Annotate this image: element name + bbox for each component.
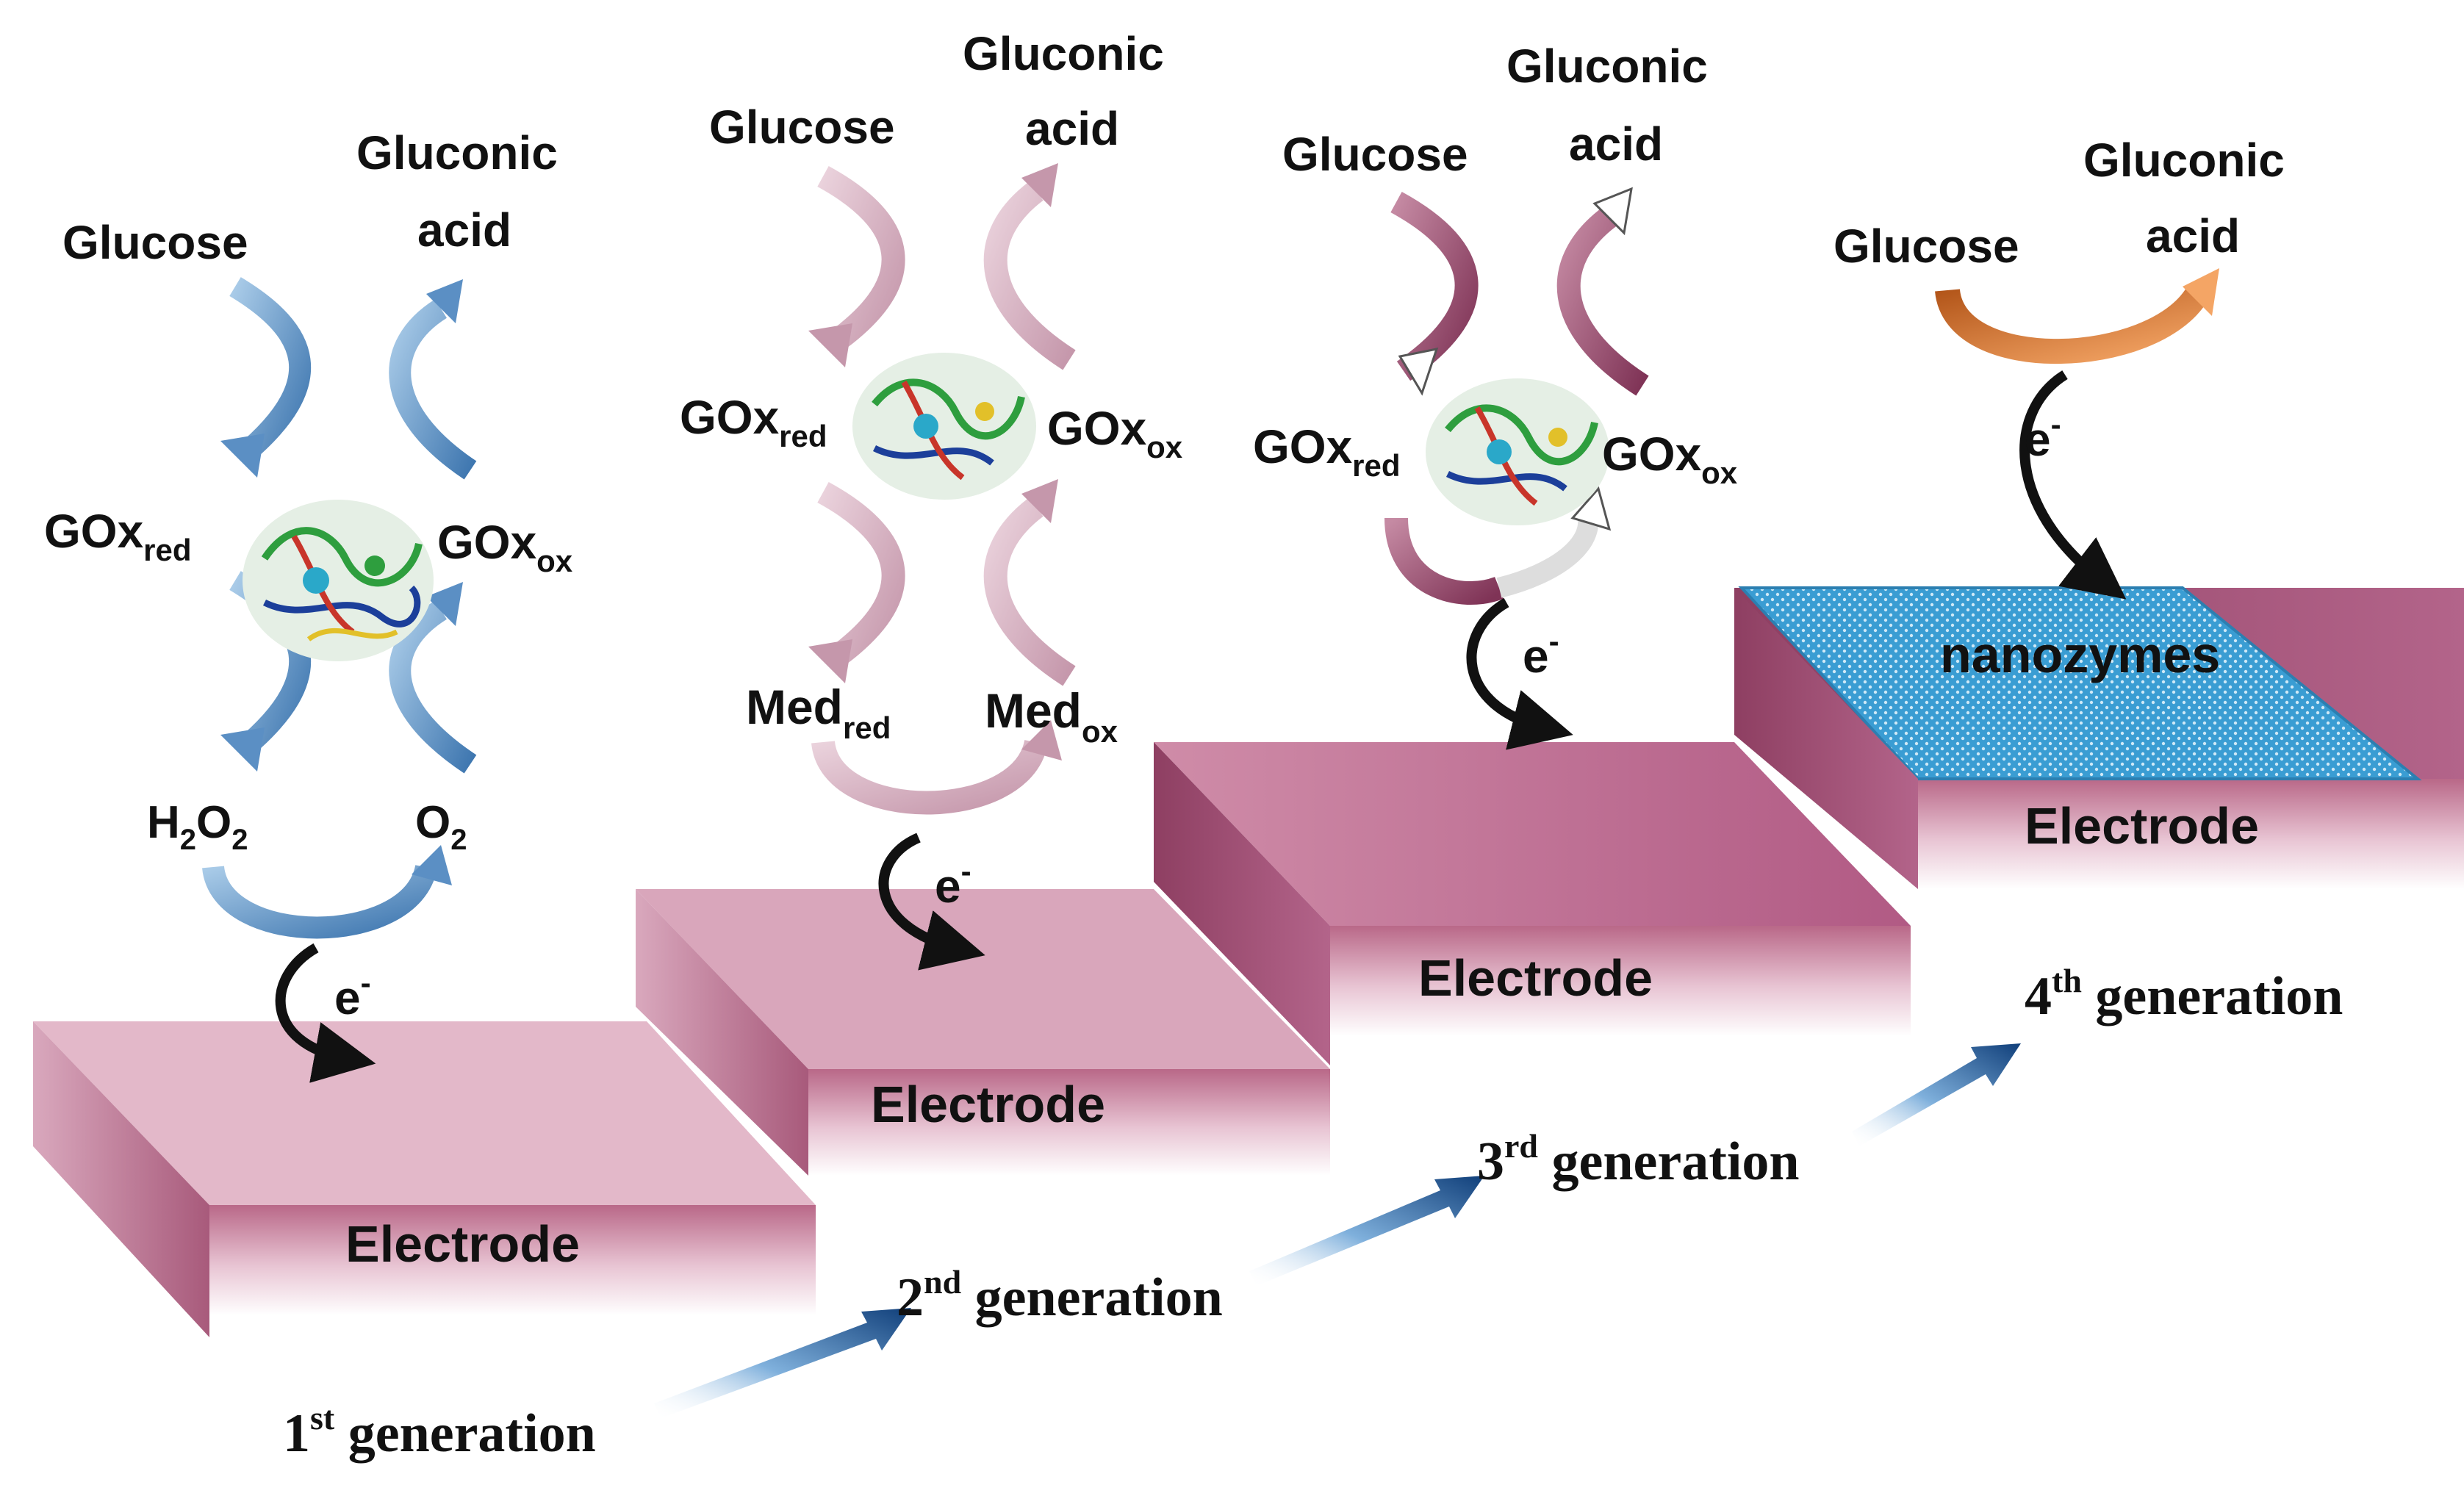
- gen2-reaction-cycles: [808, 163, 1076, 971]
- gen1-h2o2-label: H2O2: [147, 797, 248, 856]
- gen3-acid-label: acid: [1569, 118, 1663, 170]
- gen4-generation-label: 4th generation: [2025, 962, 2343, 1026]
- gen4-gluconic-label: Gluconic: [2083, 134, 2285, 187]
- gen1-glucose-label: Glucose: [62, 216, 248, 269]
- gen3-gox-red-label: GOxred: [1253, 420, 1401, 483]
- gen4-electron-label: e-: [2025, 407, 2061, 466]
- gen4-labels: Glucose Gluconic acid e- nanozymes Elect…: [1833, 134, 2343, 1026]
- gen1-electron-arrow: [275, 943, 376, 1083]
- gen1-gluconic-label: Gluconic: [356, 126, 558, 179]
- gen1-electrode-label: Electrode: [345, 1215, 580, 1273]
- gen2-labels: Glucose Gluconic acid GOxred GOxox Medre…: [680, 27, 1223, 1328]
- nanozymes-layer: [1738, 586, 2422, 780]
- gen3-electrode-label: Electrode: [1418, 949, 1653, 1007]
- gen2-gluconic-label: Gluconic: [963, 27, 1164, 80]
- gen3-electron-label: e-: [1523, 624, 1559, 683]
- electrode-step-3: [1154, 742, 1911, 1065]
- electrode-steps: [33, 586, 2464, 1337]
- gen-arrow-3: [1852, 1043, 2021, 1146]
- gen3-gox-ox-label: GOxox: [1602, 428, 1738, 490]
- gen1-electron-label: e-: [334, 966, 371, 1024]
- gen4-acid-label: acid: [2146, 209, 2240, 262]
- gen3-lower-arc-right: [1496, 511, 1599, 598]
- gen2-generation-label: 2nd generation: [897, 1263, 1223, 1328]
- gen2-gox-ox-label: GOxox: [1047, 402, 1183, 464]
- gen1-o2-label: O2: [415, 797, 467, 856]
- gen1-gox-red-label: GOxred: [44, 505, 192, 567]
- gen1-glucose-in-arrow: [229, 277, 312, 464]
- gen1-reaction-cycles: [202, 277, 477, 1083]
- electrode-step-2: [636, 889, 1330, 1176]
- gen3-lower-arc-left: [1384, 517, 1504, 605]
- gen4-nanozymes-label: nanozymes: [1940, 626, 2220, 683]
- generation-progress-arrows: [654, 1043, 2021, 1418]
- gen2-electrode-label: Electrode: [871, 1076, 1105, 1133]
- gen2-glucose-label: Glucose: [709, 101, 895, 154]
- gen1-enzyme-structure-image: [243, 500, 434, 661]
- gen1-generation-label: 1st generation: [283, 1399, 596, 1464]
- gen4-electron-arrow: [2019, 370, 2127, 600]
- gen3-generation-label: 3rd generation: [1477, 1127, 1800, 1192]
- gen4-reaction-cycle: [1935, 268, 2219, 600]
- gen4-glucose-label: Glucose: [1833, 220, 2019, 273]
- gen3-electron-arrow: [1466, 597, 1573, 750]
- gen3-reaction-cycles: [1384, 187, 1649, 750]
- electrode-step-1: [33, 1021, 816, 1337]
- gen-arrow-2: [1249, 1176, 1484, 1286]
- gen3-glucose-label: Glucose: [1282, 128, 1468, 181]
- gen2-med-ox-label: Medox: [985, 683, 1118, 749]
- gen2-enzyme-structure-image: [852, 353, 1036, 500]
- gen-arrow-1: [654, 1308, 911, 1418]
- electrode-step-4: [1734, 586, 2464, 889]
- gen2-electron-label: e-: [935, 854, 971, 913]
- gen2-gox-red-label: GOxred: [680, 391, 827, 453]
- gen1-labels: Glucose Gluconic acid GOxred GOxox H2O2 …: [44, 126, 596, 1464]
- gen4-glucose-gluconic-arrow: [1935, 287, 2208, 364]
- gen1-gluconic-out-arrow: [389, 299, 477, 480]
- gen2-acid-label: acid: [1025, 102, 1119, 155]
- gen1-gox-ox-label: GOxox: [437, 516, 573, 578]
- gen2-med-red-label: Medred: [746, 680, 891, 745]
- gen2-electron-arrow: [878, 833, 985, 971]
- gen3-enzyme-structure-image: [1426, 378, 1609, 525]
- gen3-labels: Glucose Gluconic acid GOxred GOxox e- El…: [1253, 40, 1800, 1192]
- gen4-electrode-label: Electrode: [2025, 797, 2259, 855]
- gen3-gluconic-label: Gluconic: [1506, 40, 1708, 93]
- gen1-acid-label: acid: [417, 204, 511, 256]
